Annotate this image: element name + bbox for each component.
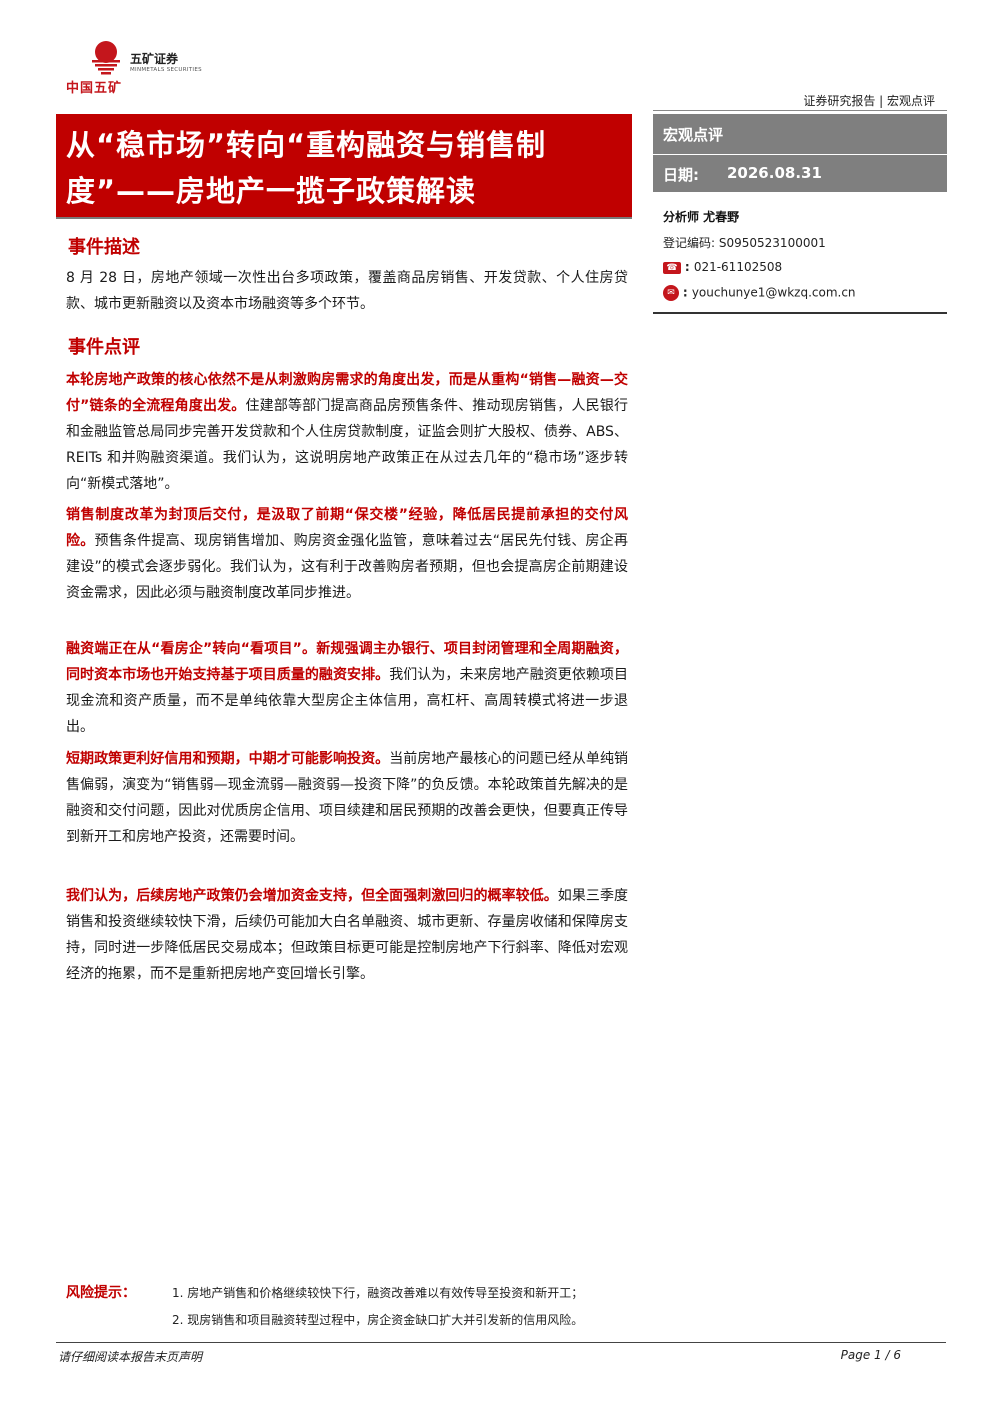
logo-securities-name: 五矿证券: [130, 52, 179, 66]
comment-paragraph: 我们认为，后续房地产政策仍会增加资金支持，但全面强刺激回归的概率较低。如果三季度…: [66, 883, 628, 987]
paragraph-lead: 短期政策更利好信用和预期，中期才可能影响投资。: [66, 751, 390, 767]
comment-paragraph: 本轮房地产政策的核心依然不是从刺激购房需求的角度出发，而是从重构“销售—融资—交…: [66, 367, 628, 497]
footer-disclaimer: 请仔细阅读本报告末页声明: [58, 1350, 203, 1364]
phone-icon: ☎: [663, 261, 681, 274]
registration-value: S0950523100001: [718, 236, 826, 250]
side-panel-divider: [653, 312, 947, 314]
date-value: 2026.08.31: [727, 164, 822, 182]
section-heading-event-comment: 事件点评: [68, 337, 140, 358]
report-type-box: 宏观点评: [653, 114, 947, 154]
logo-cn-name: 中国五矿: [66, 81, 123, 96]
minmetals-logo-icon: [92, 41, 120, 75]
paragraph-lead: 我们认为，后续房地产政策仍会增加资金支持，但全面强刺激回归的概率较低。: [66, 888, 558, 904]
page-number: Page 1 / 6: [840, 1348, 901, 1362]
paragraph-lead: 销售制度改革为封顶后交付，是汲取了前期“保交楼”经验，降低居民提前承担的交付风险…: [66, 507, 628, 549]
paragraph-body: 当前房地产最核心的问题已经从单纯销售偏弱，演变为“销售弱—现金流弱—融资弱—投资…: [66, 751, 629, 845]
paragraph-lead: 本轮房地产政策的核心依然不是从刺激购房需求的角度出发，而是从重构“销售—融资—交…: [66, 372, 628, 414]
breadcrumb: 证券研究报告 | 宏观点评: [803, 94, 935, 108]
title-underline: [56, 217, 632, 219]
section-heading-event-description: 事件描述: [68, 237, 140, 258]
paragraph-body: 如果三季度销售和投资继续较快下滑，后续仍可能加大白名单融资、城市更新、存量房收储…: [66, 888, 629, 982]
risk-item: 2. 现房销售和项目融资转型过程中，房企资金缺口扩大并引发新的信用风险。: [172, 1313, 584, 1327]
footer-divider: [56, 1342, 946, 1343]
risk-label: 风险提示：: [66, 1285, 136, 1301]
header-divider: [653, 110, 947, 111]
report-date-box: 日期: 2026.08.31: [653, 155, 947, 192]
phone-number: 021-61102508: [693, 260, 783, 274]
comment-paragraph: 短期政策更利好信用和预期，中期才可能影响投资。当前房地产最核心的问题已经从单纯销…: [66, 746, 628, 850]
company-logo: 中国五矿 五矿证券 MINMETALS SECURITIES: [66, 40, 216, 100]
registration-label: 登记编码:: [663, 236, 716, 250]
paragraph-body: 住建部等部门提高商品房预售条件、推动现房销售，人民银行和金融监管总局同步完善开发…: [66, 398, 628, 492]
comment-paragraph: 销售制度改革为封顶后交付，是汲取了前期“保交楼”经验，降低居民提前承担的交付风险…: [66, 502, 628, 606]
paragraph-lead: 融资端正在从“看房企”转向“看项目”。新规强调主办银行、项目封闭管理和全周期融资…: [66, 641, 628, 683]
title-banner: 从“稳市场”转向“重构融资与销售制度”——房地产一揽子政策解读: [56, 114, 632, 217]
paragraph-body: 我们认为，未来房地产融资更依赖项目现金流和资产质量，而不是单纯依靠大型房企主体信…: [66, 667, 629, 735]
phone-line: ☎ : 021-61102508: [663, 260, 782, 278]
event-description-text: 8 月 28 日，房地产领域一次性出台多项政策，覆盖商品房销售、开发贷款、个人住…: [66, 270, 628, 312]
date-label: 日期:: [663, 166, 699, 184]
registration-code: 登记编码: S0950523100001: [663, 234, 826, 251]
email-line: ✉ : youchunye1@wkzq.com.cn: [663, 285, 856, 303]
analyst-name: 分析师 尤春野: [663, 210, 740, 224]
risk-item: 1. 房地产销售和价格继续较快下行，融资改善难以有效传导至投资和新开工；: [172, 1286, 584, 1300]
logo-en-name: MINMETALS SECURITIES: [130, 67, 202, 73]
comment-paragraph: 融资端正在从“看房企”转向“看项目”。新规强调主办银行、项目封闭管理和全周期融资…: [66, 636, 628, 740]
report-type-tag: 宏观点评: [663, 126, 724, 144]
page-title: 从“稳市场”转向“重构融资与销售制度”——房地产一揽子政策解读: [66, 128, 547, 208]
paragraph-body: 预售条件提高、现房销售增加、购房资金强化监管，意味着过去“居民先付钱、房企再建设…: [66, 533, 628, 601]
email-icon: ✉: [663, 285, 679, 301]
email-link[interactable]: youchunye1@wkzq.com.cn: [691, 285, 856, 300]
